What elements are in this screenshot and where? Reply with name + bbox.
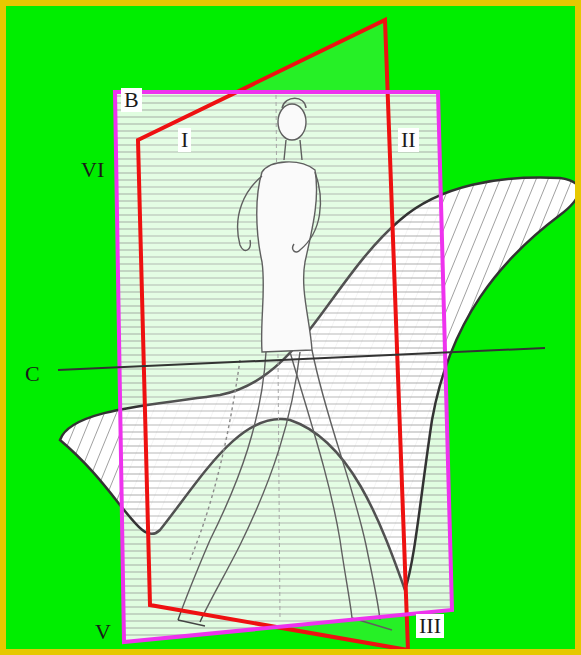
hatch-line (0, 160, 100, 600)
hatch-line (436, 160, 581, 600)
hatch-line (460, 160, 581, 600)
plane-numeral: VI (78, 158, 107, 182)
hatch-line (496, 160, 581, 600)
hatch-line (0, 160, 124, 600)
frontal-plane-outline (115, 92, 452, 642)
plane-numeral: I (178, 128, 191, 152)
hatch-line (484, 160, 581, 600)
hatch-line (0, 160, 88, 600)
plane-numeral: II (398, 128, 419, 152)
axis-letter: C (22, 362, 43, 386)
plane-letter: B (121, 88, 142, 112)
sagittal-plane (138, 20, 408, 650)
hatch-line (0, 160, 112, 600)
hatch-line (0, 160, 76, 600)
hatch-line (532, 160, 581, 600)
hatch-line (100, 635, 470, 636)
hatch-line (520, 160, 581, 600)
hatch-line (472, 160, 581, 600)
hatch-line (100, 642, 470, 643)
axis-line (58, 348, 545, 370)
hatch-line (0, 160, 52, 600)
hatch-line (448, 160, 581, 600)
plane-numeral: V (92, 620, 114, 644)
plane-numeral: III (416, 614, 444, 638)
frame-border (3, 3, 578, 652)
hatch-line (0, 160, 64, 600)
